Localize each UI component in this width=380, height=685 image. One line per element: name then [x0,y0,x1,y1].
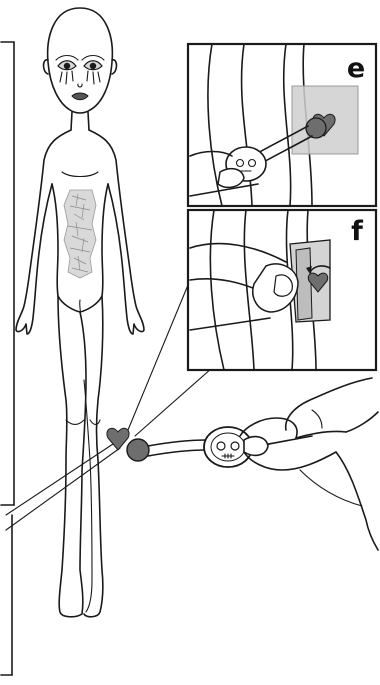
chest-tattoo-pattern [64,190,96,278]
doll-lips [72,93,88,100]
panel-f-label: f [351,216,363,247]
panel-e: e [188,44,376,206]
doll-figure [16,8,144,617]
panel-f: f [188,210,376,370]
panel-e-label: e [347,53,365,84]
knee-heart-tattoo-icon [107,428,129,450]
callout-lines [6,285,212,530]
left-bracket [1,42,14,675]
main-hand [240,378,378,550]
main-applicator [127,427,312,467]
doll-eyes [56,56,104,85]
doll-left-leg [58,296,86,617]
